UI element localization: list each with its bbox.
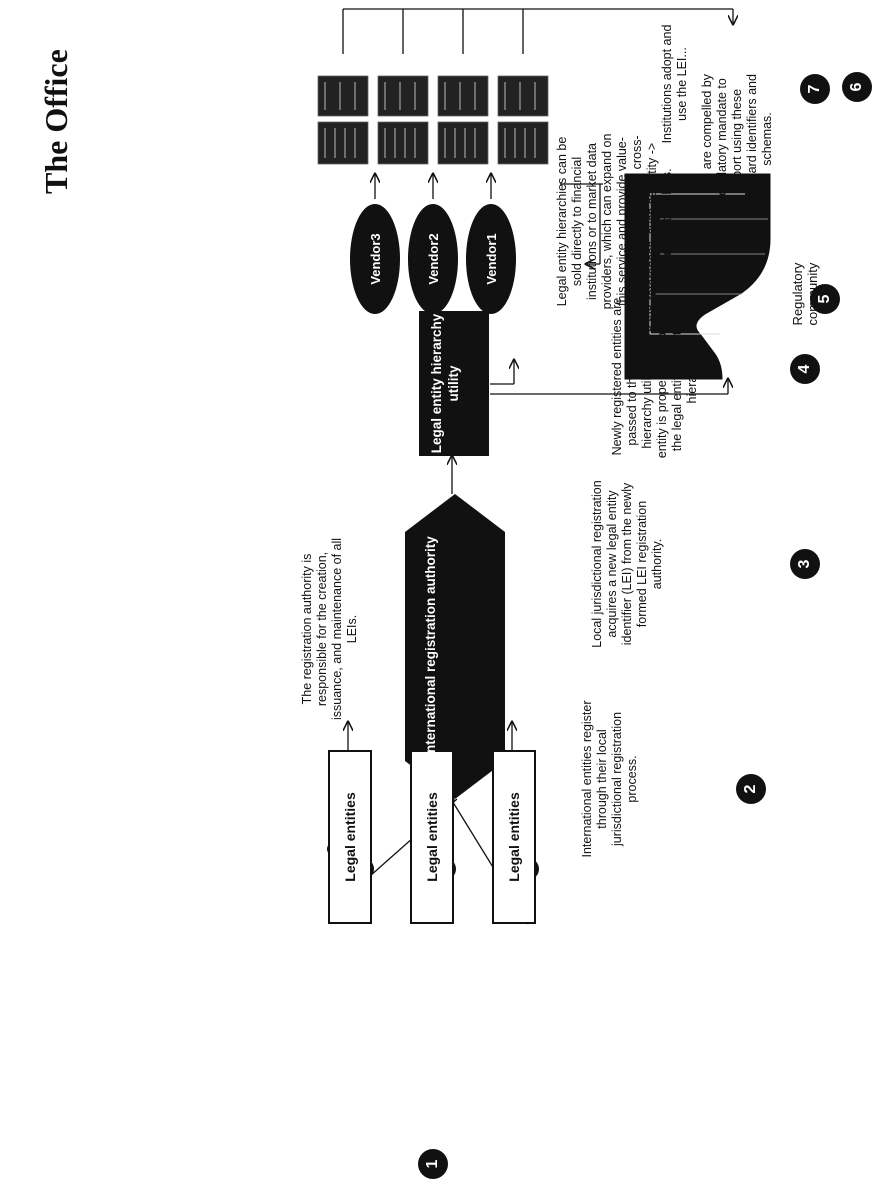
legal-entities-box-1: Legal entities: [328, 750, 372, 924]
step-7-marker: 7: [800, 74, 830, 104]
page-title: The Office: [38, 49, 74, 194]
step-3-marker: 3: [790, 549, 820, 579]
registration-authority-description: The registration authority is responsibl…: [300, 537, 359, 721]
step-2-text: International entities register through …: [580, 700, 639, 858]
step-4-text: Newly registered entities are passed to …: [610, 294, 699, 459]
registration-authority-label: International registration authority: [423, 536, 438, 757]
step-7-text: ...and are compelled by regulatory manda…: [700, 74, 774, 204]
step-5-text: Legal entity hierarchies can be sold dir…: [555, 133, 674, 310]
step-1-marker: 1: [418, 1149, 448, 1179]
regulatory-community-label: Regulatory community: [790, 262, 820, 326]
vendor-2-oval: Vendor2: [408, 204, 458, 314]
hierarchy-utility-label: Legal entity hierarchy utility: [429, 313, 461, 454]
step-4-marker: 4: [790, 354, 820, 384]
vendor-3-oval: Vendor3: [350, 204, 400, 314]
legal-entities-box-2: Legal entities: [410, 750, 454, 924]
step-6-marker: 6: [842, 72, 872, 102]
step-3-text: Local jurisdictional registration acquir…: [590, 480, 664, 648]
legal-entities-box-3: Legal entities: [492, 750, 536, 924]
step-2-marker: 2: [736, 774, 766, 804]
step-6-text: Institutions adopt and use the LEI...: [660, 24, 689, 144]
vendor-1-oval: Vendor1: [466, 204, 516, 314]
